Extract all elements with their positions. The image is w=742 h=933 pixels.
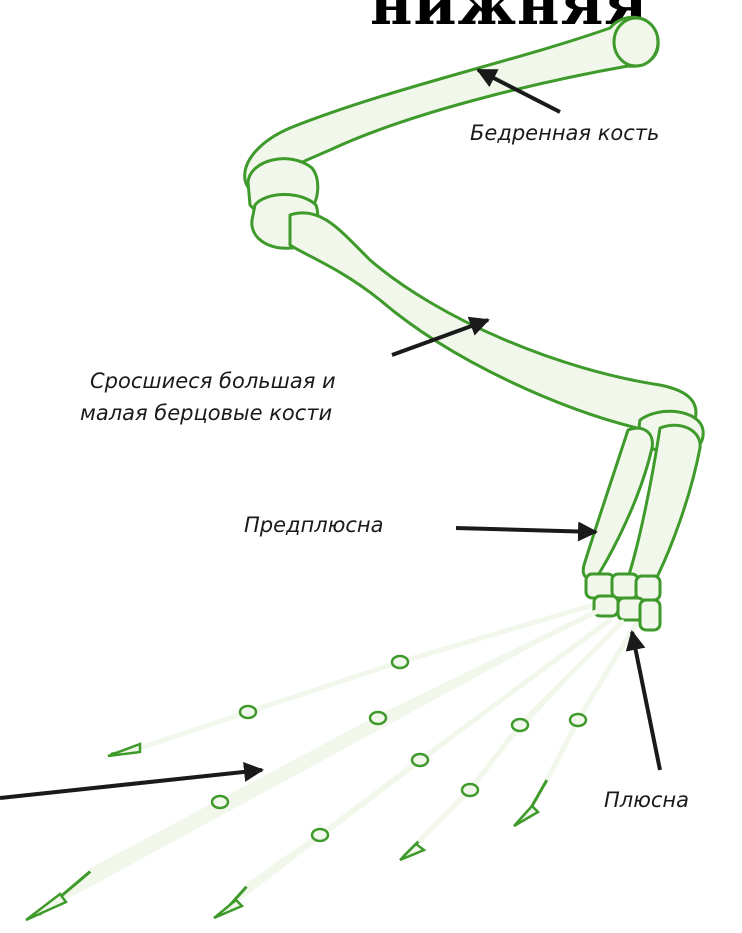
arrow-metatarsus <box>632 632 660 770</box>
claw-3 <box>214 900 242 918</box>
label-tibiofibula-line2: малая берцовые кости <box>80 398 332 428</box>
claw-2 <box>26 894 66 920</box>
toe-2 <box>40 612 596 914</box>
small-tarsal-6 <box>640 600 660 630</box>
small-tarsal-3 <box>636 576 660 600</box>
claw-1 <box>108 744 140 756</box>
tibiofibula-bone <box>290 213 696 435</box>
arrow-phalanges <box>0 770 262 798</box>
arrow-tarsus <box>456 528 596 532</box>
label-metatarsus: Плюсна <box>604 785 689 815</box>
claw-4 <box>400 844 424 860</box>
femur-head <box>614 18 658 66</box>
label-tarsus: Предплюсна <box>244 510 384 540</box>
label-femur: Бедренная кость <box>470 118 659 148</box>
label-tibiofibula-line1: Сросшиеся большая и <box>90 366 336 396</box>
claw-5 <box>514 806 538 826</box>
small-tarsal-2 <box>612 574 638 598</box>
small-tarsal-1 <box>586 574 614 598</box>
